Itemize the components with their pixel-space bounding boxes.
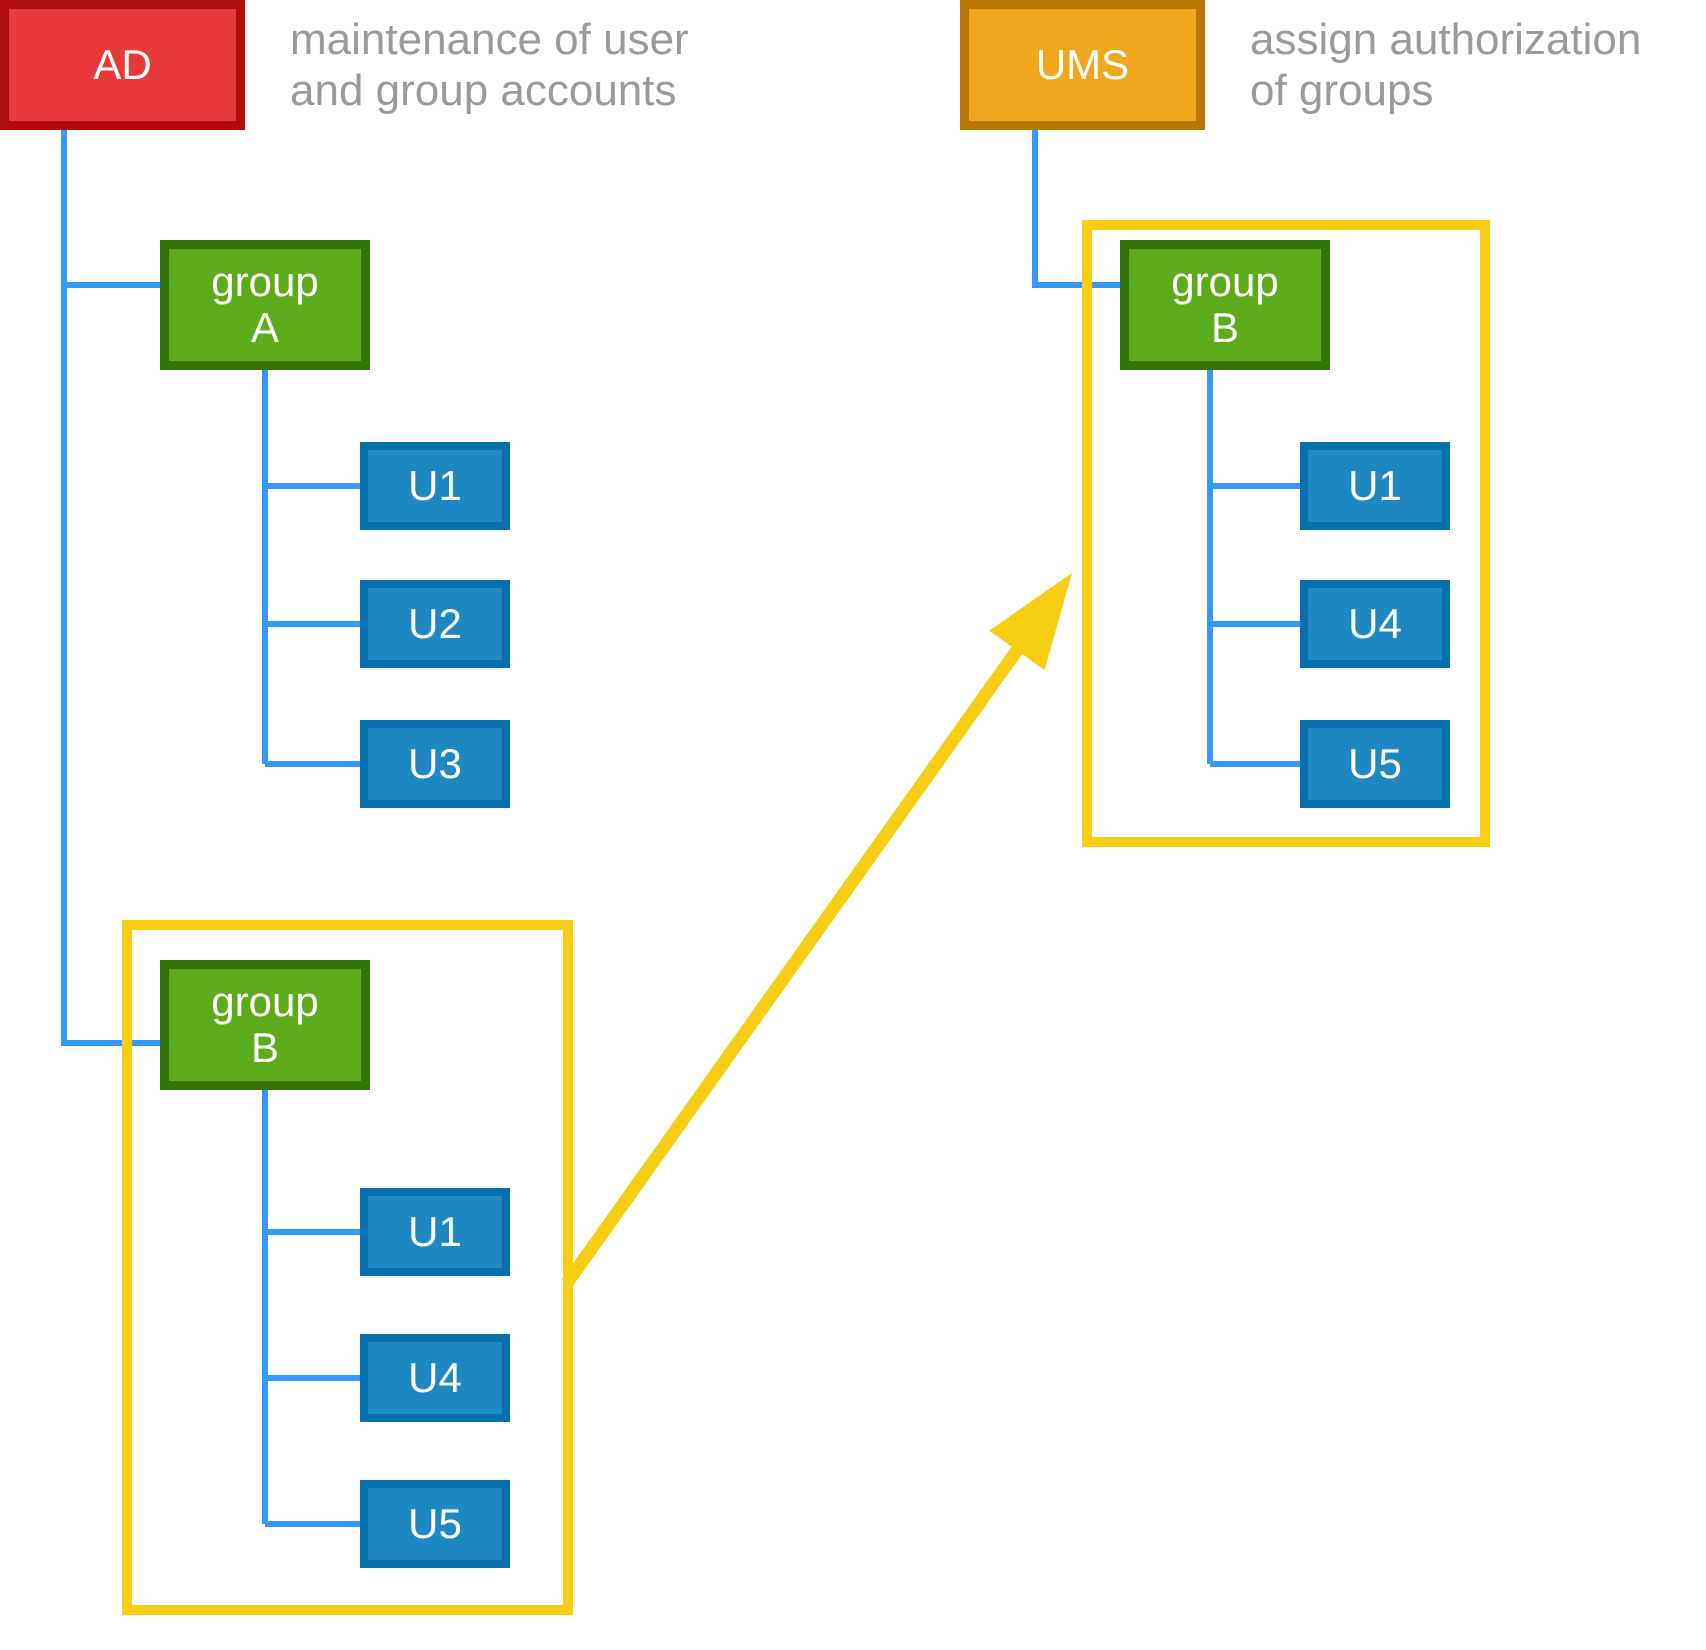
arrowhead-icon [989,573,1072,671]
ad-group-b-label-line2: B [250,1024,279,1071]
ad-group-b-box: group B [160,960,370,1090]
ums-caption: assign authorization of groups [1250,14,1641,116]
group-a-user-u2-box: U2 [360,580,510,668]
ums-box: UMS [960,0,1205,130]
group-a-box: group A [160,240,370,370]
ad-group-b-users-connector [262,1090,360,1527]
ums-group-b-user-u1-box: U1 [1300,442,1450,530]
ad-label: AD [93,41,152,88]
group-a-user-u1-label: U1 [408,462,462,509]
ums-group-b-user-u5-box: U5 [1300,720,1450,808]
ums-group-b-user-u4-box: U4 [1300,580,1450,668]
group-a-user-u3-box: U3 [360,720,510,808]
ad-caption-line1: maintenance of user [290,15,689,64]
group-a-label-line2: A [250,304,279,351]
ad-group-b-user-u5-label: U5 [408,1500,462,1547]
ad-group-b-user-u5-box: U5 [360,1480,510,1568]
ums-group-b-user-u1-label: U1 [1348,462,1402,509]
ums-caption-line1: assign authorization [1250,15,1642,64]
ums-group-b-users-connector [1207,370,1300,767]
ad-group-b-user-u4-box: U4 [360,1334,510,1422]
ad-group-b-user-u1-box: U1 [360,1188,510,1276]
ums-group-b-user-u4-label: U4 [1348,600,1402,647]
group-a-user-u3-label: U3 [408,740,462,787]
ums-group-b-box: group B [1120,240,1330,370]
ad-group-b-user-u4-label: U4 [408,1354,462,1401]
ad-caption-line2: and group accounts [290,66,677,115]
assignment-arrow [561,573,1072,1287]
ums-label: UMS [1035,41,1130,88]
ums-group-b-label-line1: group [1171,258,1279,305]
ad-group-b-highlight-frame [122,920,573,1615]
ad-group-b-label-line1: group [211,978,319,1025]
ums-group-b-label-line2: B [1210,304,1239,351]
ums-group-b-user-u5-label: U5 [1348,740,1402,787]
ums-caption-line2: of groups [1250,66,1434,115]
group-a-users-connector [262,370,360,767]
ad-box: AD [0,0,245,130]
group-a-label-line1: group [211,258,319,305]
ums-group-b-highlight-frame [1082,220,1490,847]
ad-caption: maintenance of user and group accounts [290,14,689,116]
ad-group-b-user-u1-label: U1 [408,1208,462,1255]
group-a-user-u1-box: U1 [360,442,510,530]
group-a-user-u2-label: U2 [408,600,462,647]
